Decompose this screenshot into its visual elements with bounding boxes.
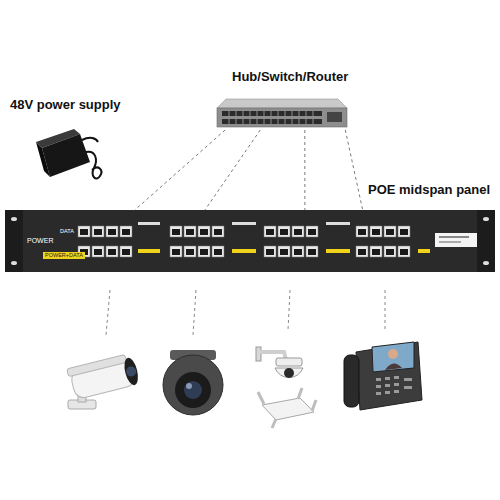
port-slot <box>214 229 222 235</box>
panel-label: POWER <box>27 237 53 245</box>
port-slot <box>94 249 102 255</box>
rj45-port <box>356 226 368 237</box>
switch-box: Hub/Switch/Router <box>213 100 348 130</box>
port-slot <box>372 229 380 235</box>
port-slot <box>172 229 180 235</box>
cable-line <box>304 130 305 210</box>
port-slot <box>400 229 408 235</box>
cable-line <box>345 130 362 210</box>
rj45-port <box>120 246 132 257</box>
node-heading: 48V power supply <box>10 98 121 113</box>
port-slot <box>358 249 366 255</box>
rj45-port <box>184 226 196 237</box>
port-slot <box>294 229 302 235</box>
port-slot <box>80 229 88 235</box>
port-slot <box>186 229 194 235</box>
node-heading: Hub/Switch/Router <box>232 70 348 85</box>
dome-camera <box>163 350 223 415</box>
rj45-port <box>292 226 304 237</box>
panel-label: DATA <box>60 228 74 234</box>
port-slot <box>172 249 180 255</box>
panel-label: POWER+DATA <box>43 252 85 258</box>
rj45-port <box>306 226 318 237</box>
port-slot <box>386 229 394 235</box>
rj45-port <box>92 246 104 257</box>
port-slot <box>94 229 102 235</box>
rj45-port <box>278 226 290 237</box>
rj45-port <box>198 226 210 237</box>
rj45-port <box>384 226 396 237</box>
switch-figure <box>217 99 347 127</box>
port-slot <box>108 229 116 235</box>
port-slot <box>400 249 408 255</box>
port-slot <box>280 249 288 255</box>
port-slot <box>372 249 380 255</box>
rj45-port <box>264 226 276 237</box>
port-slot <box>186 249 194 255</box>
cable-line <box>205 130 260 210</box>
rj45-port <box>120 226 132 237</box>
rj45-port <box>356 246 368 257</box>
power-supply-box: 48V power supply <box>33 128 90 178</box>
rj45-port <box>78 226 90 237</box>
port-slot <box>200 229 208 235</box>
rj45-port <box>106 246 118 257</box>
rj45-port <box>92 226 104 237</box>
cable-line <box>135 130 225 210</box>
port-slot <box>266 249 274 255</box>
ip-phone <box>344 342 422 410</box>
rj45-port <box>292 246 304 257</box>
panel-figure <box>5 210 495 272</box>
port-slot <box>122 249 130 255</box>
rj45-port <box>184 246 196 257</box>
node-heading: POE midspan panel <box>368 183 490 198</box>
rj45-port <box>170 246 182 257</box>
bullet-camera <box>67 353 141 409</box>
rj45-port <box>398 226 410 237</box>
rj45-port <box>398 246 410 257</box>
port-slot <box>308 249 316 255</box>
port-slot <box>108 249 116 255</box>
rj45-port <box>212 246 224 257</box>
rj45-port <box>306 246 318 257</box>
rj45-port <box>106 226 118 237</box>
access-point <box>258 388 316 428</box>
rj45-port <box>212 226 224 237</box>
rj45-port <box>170 226 182 237</box>
port-slot <box>266 229 274 235</box>
rj45-port <box>278 246 290 257</box>
port-slot <box>386 249 394 255</box>
rj45-port <box>384 246 396 257</box>
port-slot <box>280 229 288 235</box>
rj45-port <box>370 246 382 257</box>
leader-lines <box>106 290 385 335</box>
rj45-port <box>370 226 382 237</box>
port-slot <box>308 229 316 235</box>
midspan-panel: POE midspan panelPOWERDATAPOWER+DATA <box>5 210 495 272</box>
port-slot <box>200 249 208 255</box>
port-slot <box>214 249 222 255</box>
port-slot <box>122 229 130 235</box>
power-supply-figure <box>36 129 101 178</box>
rj45-port <box>264 246 276 257</box>
ptz-camera <box>256 347 303 378</box>
port-slot <box>358 229 366 235</box>
port-slot <box>294 249 302 255</box>
rj45-port <box>198 246 210 257</box>
